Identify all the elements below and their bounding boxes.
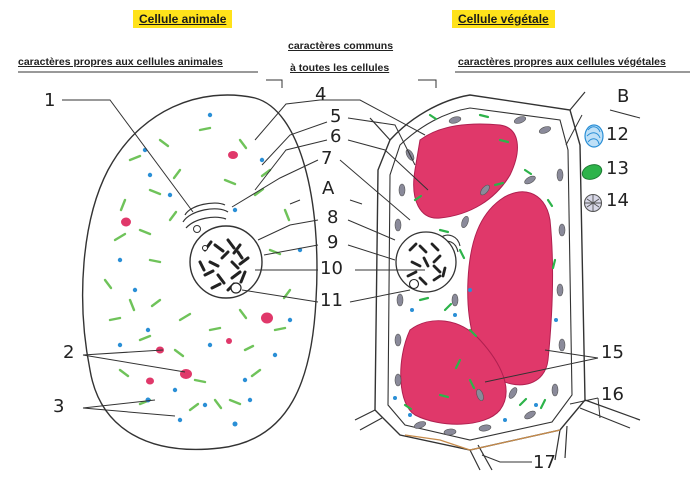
- label-1: 1: [44, 92, 55, 110]
- label-4: 4: [315, 86, 326, 104]
- animal-centrosome: [194, 226, 201, 233]
- label-17: 17: [533, 454, 556, 472]
- plant-nucleolus: [410, 280, 419, 289]
- label-5: 5: [330, 108, 341, 126]
- label-12: 12: [606, 126, 629, 144]
- label-A: A: [322, 180, 334, 198]
- label-16: 16: [601, 386, 624, 404]
- icon-14-plastid: [585, 195, 602, 212]
- label-15: 15: [601, 344, 624, 362]
- label-10: 10: [320, 260, 343, 278]
- animal-nucleolus: [231, 283, 241, 293]
- label-11: 11: [320, 292, 343, 310]
- label-14: 14: [606, 192, 629, 210]
- label-B: B: [617, 88, 629, 106]
- icon-12-golgi: [585, 125, 603, 147]
- label-13: 13: [606, 160, 629, 178]
- label-3: 3: [53, 398, 64, 416]
- label-8: 8: [327, 209, 338, 227]
- icon-13-chloroplast: [580, 162, 604, 182]
- label-2: 2: [63, 344, 74, 362]
- label-7: 7: [321, 150, 332, 168]
- label-6: 6: [330, 128, 341, 146]
- label-9: 9: [327, 234, 338, 252]
